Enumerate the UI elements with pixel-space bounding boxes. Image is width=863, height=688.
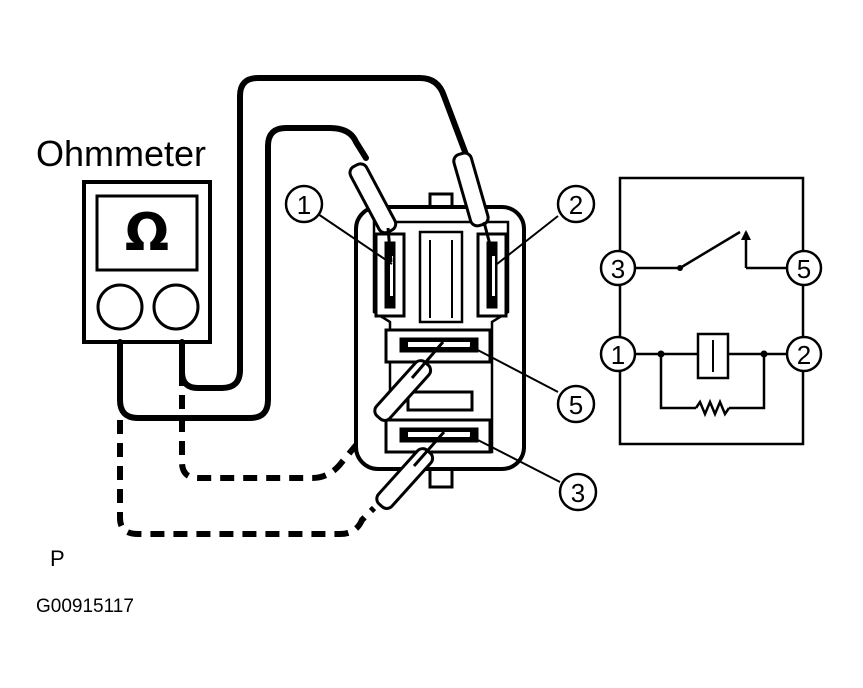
callout-2: 2 bbox=[556, 184, 596, 224]
ohmmeter: Ohmmeter Ω bbox=[36, 133, 212, 344]
callout-3: 3 bbox=[558, 472, 598, 512]
schematic-pin-5-label: 5 bbox=[797, 254, 811, 284]
lead-to-terminal-2 bbox=[179, 75, 473, 391]
schematic-pin-5: 5 bbox=[785, 249, 823, 287]
test-leads-dashed bbox=[117, 372, 377, 537]
relay-schematic: 3 5 1 2 bbox=[599, 176, 823, 446]
switch-arm bbox=[679, 230, 741, 270]
callouts: 1 2 5 3 bbox=[284, 184, 598, 512]
ohmmeter-title: Ohmmeter bbox=[36, 133, 206, 174]
schematic-pin-1: 1 bbox=[599, 335, 637, 373]
probe-terminal-5 bbox=[373, 341, 445, 422]
dashed-lead-to-terminal-3 bbox=[117, 420, 377, 537]
probe-terminal-1 bbox=[348, 162, 398, 263]
probes bbox=[348, 151, 495, 510]
callout-2-label: 2 bbox=[569, 190, 583, 220]
callout-3-label: 3 bbox=[571, 478, 585, 508]
ohm-symbol: Ω bbox=[125, 203, 169, 263]
schematic-pin-2-label: 2 bbox=[797, 340, 811, 370]
callout-1-label: 1 bbox=[297, 190, 311, 220]
schematic-pin-3: 3 bbox=[599, 249, 637, 287]
resistor bbox=[694, 398, 731, 418]
lead-to-terminal-1 bbox=[117, 125, 369, 421]
callout-5-label: 5 bbox=[569, 390, 583, 420]
schematic-box bbox=[618, 176, 805, 446]
callout-1: 1 bbox=[284, 184, 324, 224]
callout-5: 5 bbox=[556, 384, 596, 424]
ohmmeter-display bbox=[95, 194, 199, 272]
ohmmeter-jack-left bbox=[96, 283, 144, 331]
dashed-lead-to-terminal-5 bbox=[179, 372, 375, 481]
probe-terminal-3 bbox=[375, 431, 446, 510]
schematic-pin-3-label: 3 bbox=[611, 254, 625, 284]
figure-code: G00915117 bbox=[36, 596, 134, 617]
ohmmeter-jack-right bbox=[152, 283, 200, 331]
relay bbox=[354, 192, 526, 489]
schematic-pin-1-label: 1 bbox=[611, 340, 625, 370]
corner-letter: P bbox=[50, 546, 65, 571]
probe-terminal-2 bbox=[452, 151, 495, 257]
schematic-pin-2: 2 bbox=[785, 335, 823, 373]
test-leads-solid bbox=[117, 75, 473, 421]
